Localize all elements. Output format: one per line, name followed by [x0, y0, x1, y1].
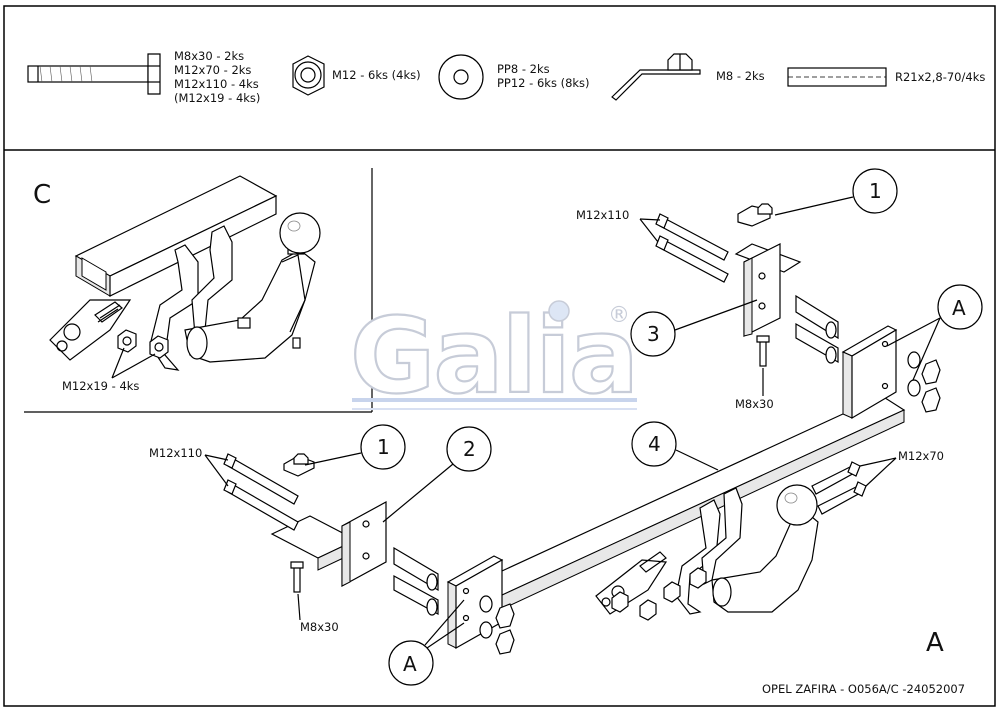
logo-underline [352, 398, 637, 402]
logo-text: Galia [350, 295, 637, 417]
bolt-label-3: (M12x19 - 4ks) [174, 91, 260, 105]
plate-nut-label: M8 - 2ks [716, 69, 765, 83]
left-m8-bolt [290, 561, 304, 593]
svg-text:1: 1 [377, 435, 390, 459]
svg-text:1: 1 [869, 179, 882, 203]
detail-c-letter: C [33, 180, 51, 210]
leader-m12x70-a [859, 457, 897, 467]
leader-m8x30-left [297, 593, 301, 621]
left-long-bolts [223, 453, 299, 531]
title-block: OPEL ZAFIRA - O056A/C -24052007 [762, 682, 965, 696]
svg-text:A: A [952, 296, 966, 320]
frame-border [3, 5, 996, 707]
ball-bracket-nuts [611, 567, 707, 621]
label-m8x30-left: M8x30 [300, 620, 339, 634]
tube-label: R21x2,8-70/4ks [895, 70, 985, 84]
plate-nut-icon [611, 53, 701, 101]
callout-3: 3 [630, 299, 758, 357]
detail-c-towball [184, 212, 321, 363]
right-long-bolts [655, 213, 729, 283]
washer-label-1: PP12 - 6ks (8ks) [497, 76, 590, 90]
leader-m12x110-left-a [204, 454, 229, 461]
detail-c-crossbar [74, 175, 278, 297]
logo-underline-thin [352, 408, 637, 410]
right-m8-bolt [756, 335, 770, 367]
detail-c-bolt-label: M12x19 - 4ks [62, 379, 139, 393]
leader-m12x110-top-b [639, 218, 659, 243]
left-spacer-tubes [393, 546, 439, 616]
logo-dot [548, 300, 570, 322]
view-letter-a: A [926, 628, 944, 658]
right-end-plate [841, 325, 898, 420]
bolt-label-0: M8x30 - 2ks [174, 49, 244, 63]
right-spacer-tubes [795, 294, 839, 364]
leader-m12x110-top-a [639, 218, 661, 221]
right-nuts [907, 351, 941, 413]
left-end-plate [446, 555, 504, 650]
label-m12x110-top: M12x110 [576, 208, 629, 222]
svg-text:3: 3 [647, 322, 660, 346]
nut-label: M12 - 6ks (4ks) [332, 68, 421, 82]
bolt-label-1: M12x70 - 2ks [174, 63, 251, 77]
main-towball [711, 484, 819, 613]
callout-4: 4 [631, 421, 719, 471]
callout-2: 2 [382, 426, 492, 523]
logo-registered-mark: ® [608, 303, 630, 328]
callout-1-left: 1 [304, 424, 406, 470]
left-side-bracket [270, 453, 387, 588]
detail-c-nut-icon [117, 329, 169, 359]
main-ball-bracket [595, 487, 743, 615]
label-m8x30-top: M8x30 [735, 397, 774, 411]
bolt-label-2: M12x110 - 4ks [174, 77, 259, 91]
callout-a-left: A [388, 599, 465, 686]
label-m12x70: M12x70 [898, 449, 944, 463]
callout-a-right: A [886, 284, 983, 381]
bolt-icon [27, 53, 161, 95]
svg-text:4: 4 [648, 432, 661, 456]
label-m12x110-left: M12x110 [149, 446, 202, 460]
svg-text:A: A [403, 652, 417, 676]
callout-1-top: 1 [774, 168, 898, 216]
leader-m12x70-b [865, 457, 897, 487]
washer-label-0: PP8 - 2ks [497, 62, 550, 76]
right-side-bracket [734, 203, 802, 337]
hex-nut-icon [292, 55, 325, 96]
left-nuts [479, 595, 515, 655]
spacer-tube-icon [787, 67, 887, 87]
detail-c-leader [111, 347, 156, 379]
leader-m12x110-left-b [204, 454, 229, 487]
svg-text:2: 2 [463, 437, 476, 461]
right-short-bolts [811, 461, 867, 515]
galia-logo: Galia ® [349, 294, 640, 418]
washer-icon [438, 54, 484, 100]
